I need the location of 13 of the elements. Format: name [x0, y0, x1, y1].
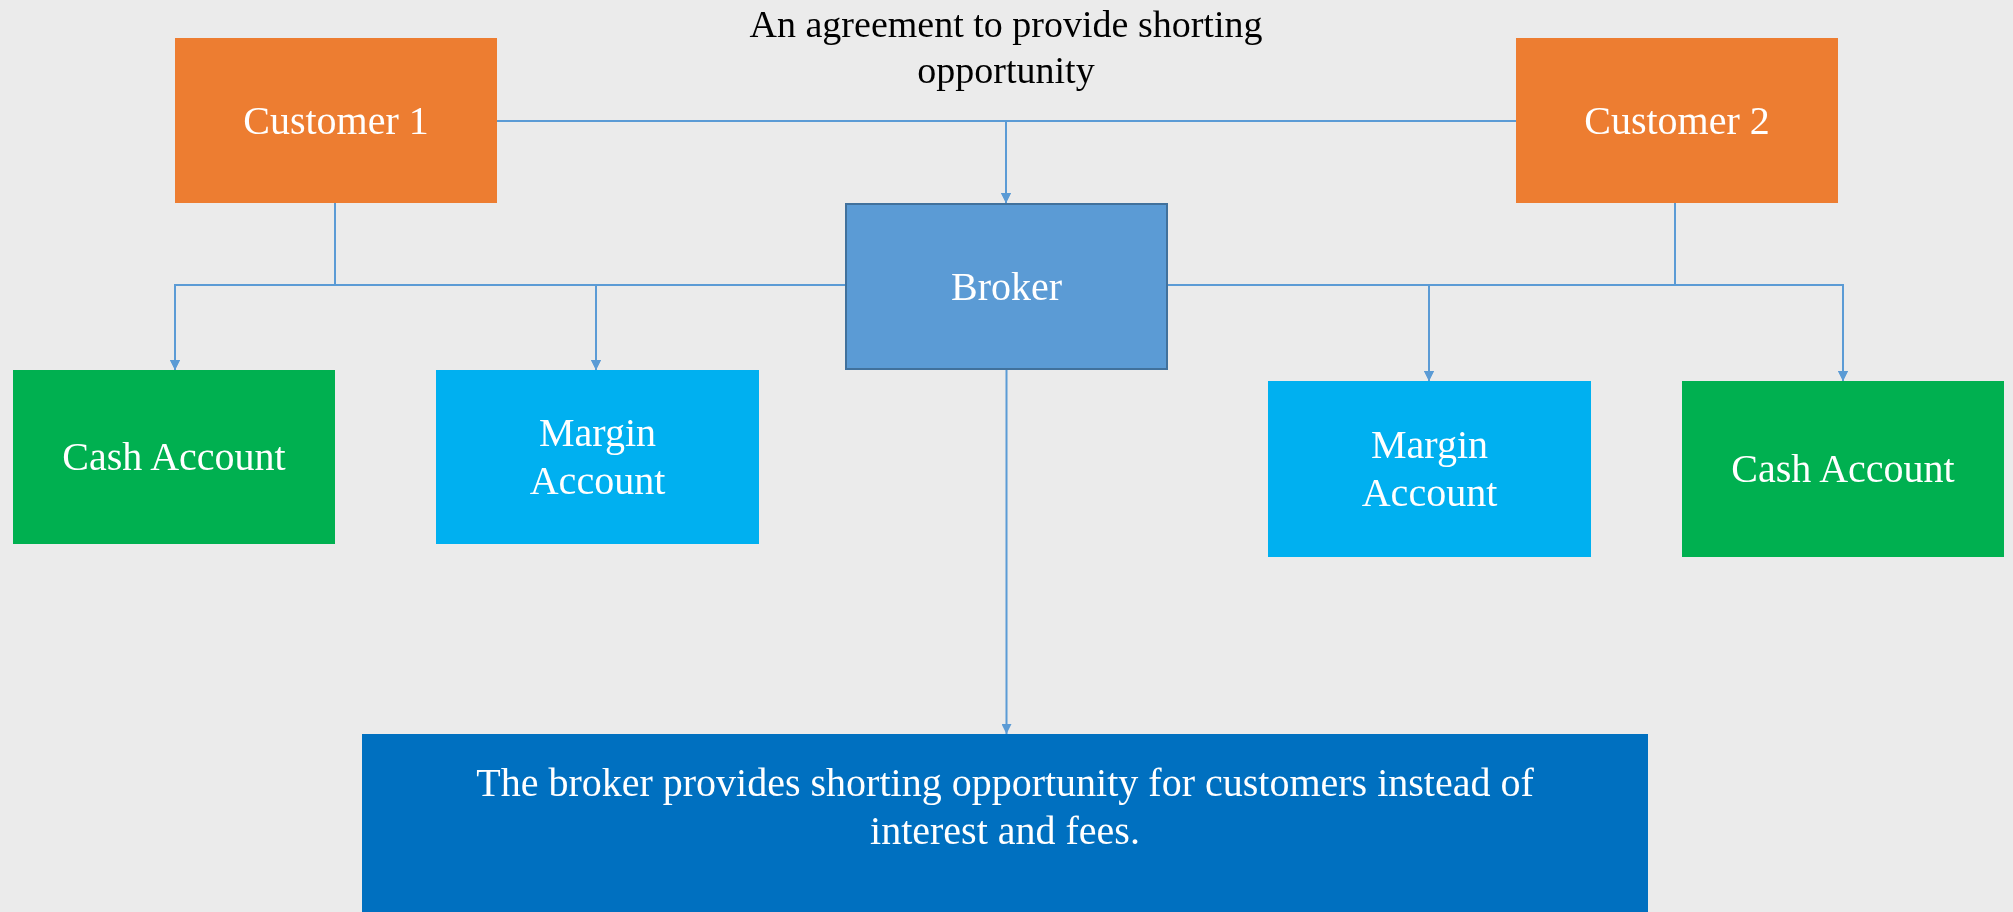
connector-arrow: [1001, 369, 1012, 735]
customer-box: Customer 2: [1516, 38, 1838, 203]
agreement-label: An agreement to provide shorting opportunity: [748, 2, 1264, 93]
margin-account-box: Margin Account: [436, 370, 759, 544]
cash-account-box: Cash Account: [1682, 381, 2004, 557]
connector-arrow: [591, 284, 846, 371]
broker-box: Broker: [845, 203, 1168, 370]
cash-account-box: Cash Account: [13, 370, 335, 544]
note-box: The broker provides shorting opportunity for customers instead of interest and fees.: [362, 734, 1648, 912]
margin-account-box: Margin Account: [1268, 381, 1591, 557]
customer-box: Customer 1: [175, 38, 497, 203]
connector-arrow: [1001, 120, 1517, 204]
connector-arrow: [1674, 202, 1848, 382]
